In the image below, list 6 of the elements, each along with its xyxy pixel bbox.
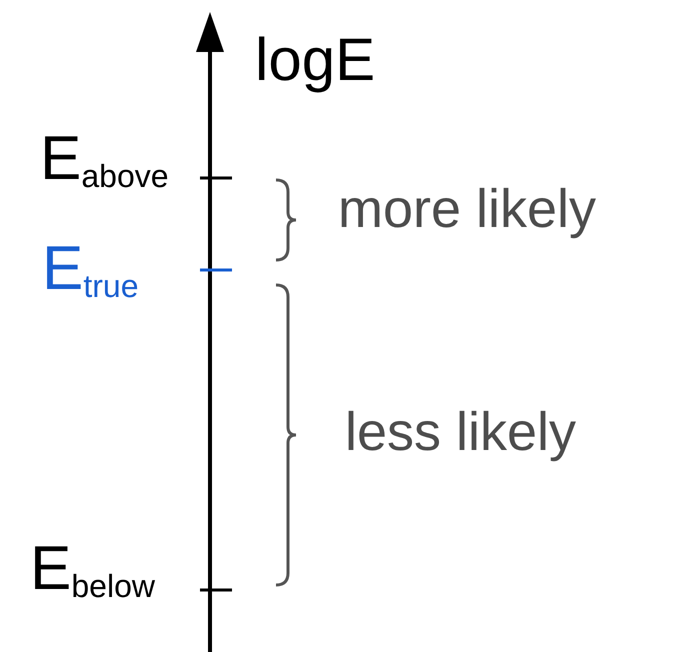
tick-label: E$_{true}$	[42, 238, 138, 300]
tick-label: E$_{below}$	[30, 538, 155, 600]
axis-label: logE	[255, 30, 376, 90]
tick-label: E$_{above}$	[40, 128, 169, 190]
range-label: more likely	[338, 182, 596, 236]
range-label: less likely	[345, 405, 576, 459]
